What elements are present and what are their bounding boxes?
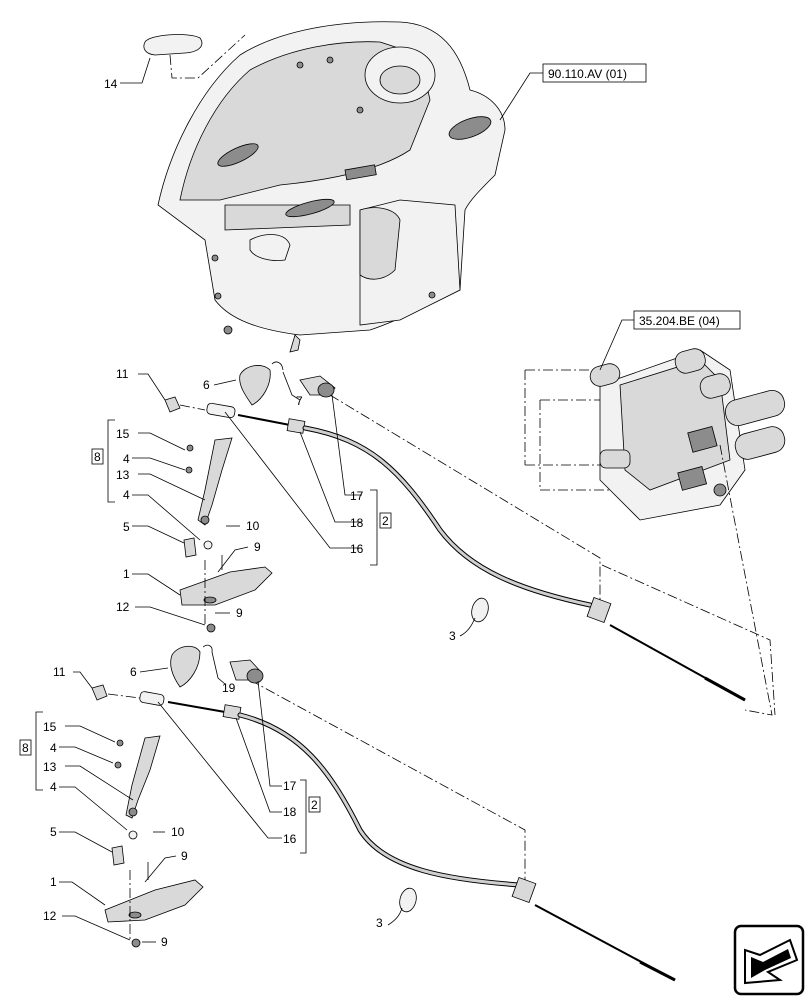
u-label-3: 3 (449, 629, 456, 643)
l-label-5: 5 (50, 825, 57, 839)
l-label-13: 13 (43, 760, 57, 774)
l-label-19: 19 (222, 681, 236, 695)
u-label-7: 7 (296, 394, 303, 408)
l-label-18: 18 (283, 805, 297, 819)
l-label-15: 15 (43, 720, 57, 734)
u-group-2-box (379, 512, 392, 529)
ref-dashboard: 90.110.AV (01) (548, 67, 627, 81)
u-label-4b: 4 (123, 488, 130, 502)
u-label-9a: 9 (254, 540, 261, 554)
l-label-9a: 9 (181, 849, 188, 863)
l-label-17: 17 (283, 779, 297, 793)
u-label-13: 13 (116, 468, 130, 482)
l-label-3: 3 (376, 916, 383, 930)
l-label-16: 16 (283, 832, 297, 846)
l-label-1: 1 (50, 875, 57, 889)
u-group-8-box (91, 448, 104, 465)
l-label-12: 12 (43, 909, 57, 923)
u-label-16: 16 (350, 542, 364, 556)
u-label-9b: 9 (236, 606, 243, 620)
l-group-8: 8 (22, 741, 29, 755)
l-label-4a: 4 (50, 741, 57, 755)
u-label-12: 12 (116, 600, 130, 614)
u-label-1: 1 (123, 567, 130, 581)
l-label-11: 11 (53, 665, 66, 679)
u-label-6: 6 (203, 378, 210, 392)
u-label-15: 15 (116, 427, 130, 441)
l-label-6: 6 (130, 665, 137, 679)
dashboard-housing (157, 21, 506, 353)
u-group-2: 2 (382, 514, 389, 528)
u-label-10: 10 (246, 519, 260, 533)
l-label-4b: 4 (50, 780, 57, 794)
u-group-8: 8 (94, 450, 101, 464)
l-label-9b: 9 (161, 935, 168, 949)
u-label-11: 11 (116, 367, 129, 381)
lower-assembly (91, 644, 676, 982)
u-label-17: 17 (350, 489, 364, 503)
ref-valve: 35.204.BE (04) (639, 314, 720, 328)
l-group-8-box (19, 739, 32, 756)
arrow-navigation-icon (733, 924, 805, 996)
upper-assembly (164, 361, 746, 702)
part-14-cap (143, 34, 246, 79)
valve-block (524, 348, 786, 521)
l-group-2-box (308, 796, 321, 813)
u-label-18: 18 (350, 516, 364, 530)
u-label-4a: 4 (123, 452, 130, 466)
u-label-5: 5 (123, 520, 130, 534)
l-label-10: 10 (171, 825, 185, 839)
label-14: 14 (104, 77, 118, 91)
l-group-2: 2 (311, 798, 318, 812)
